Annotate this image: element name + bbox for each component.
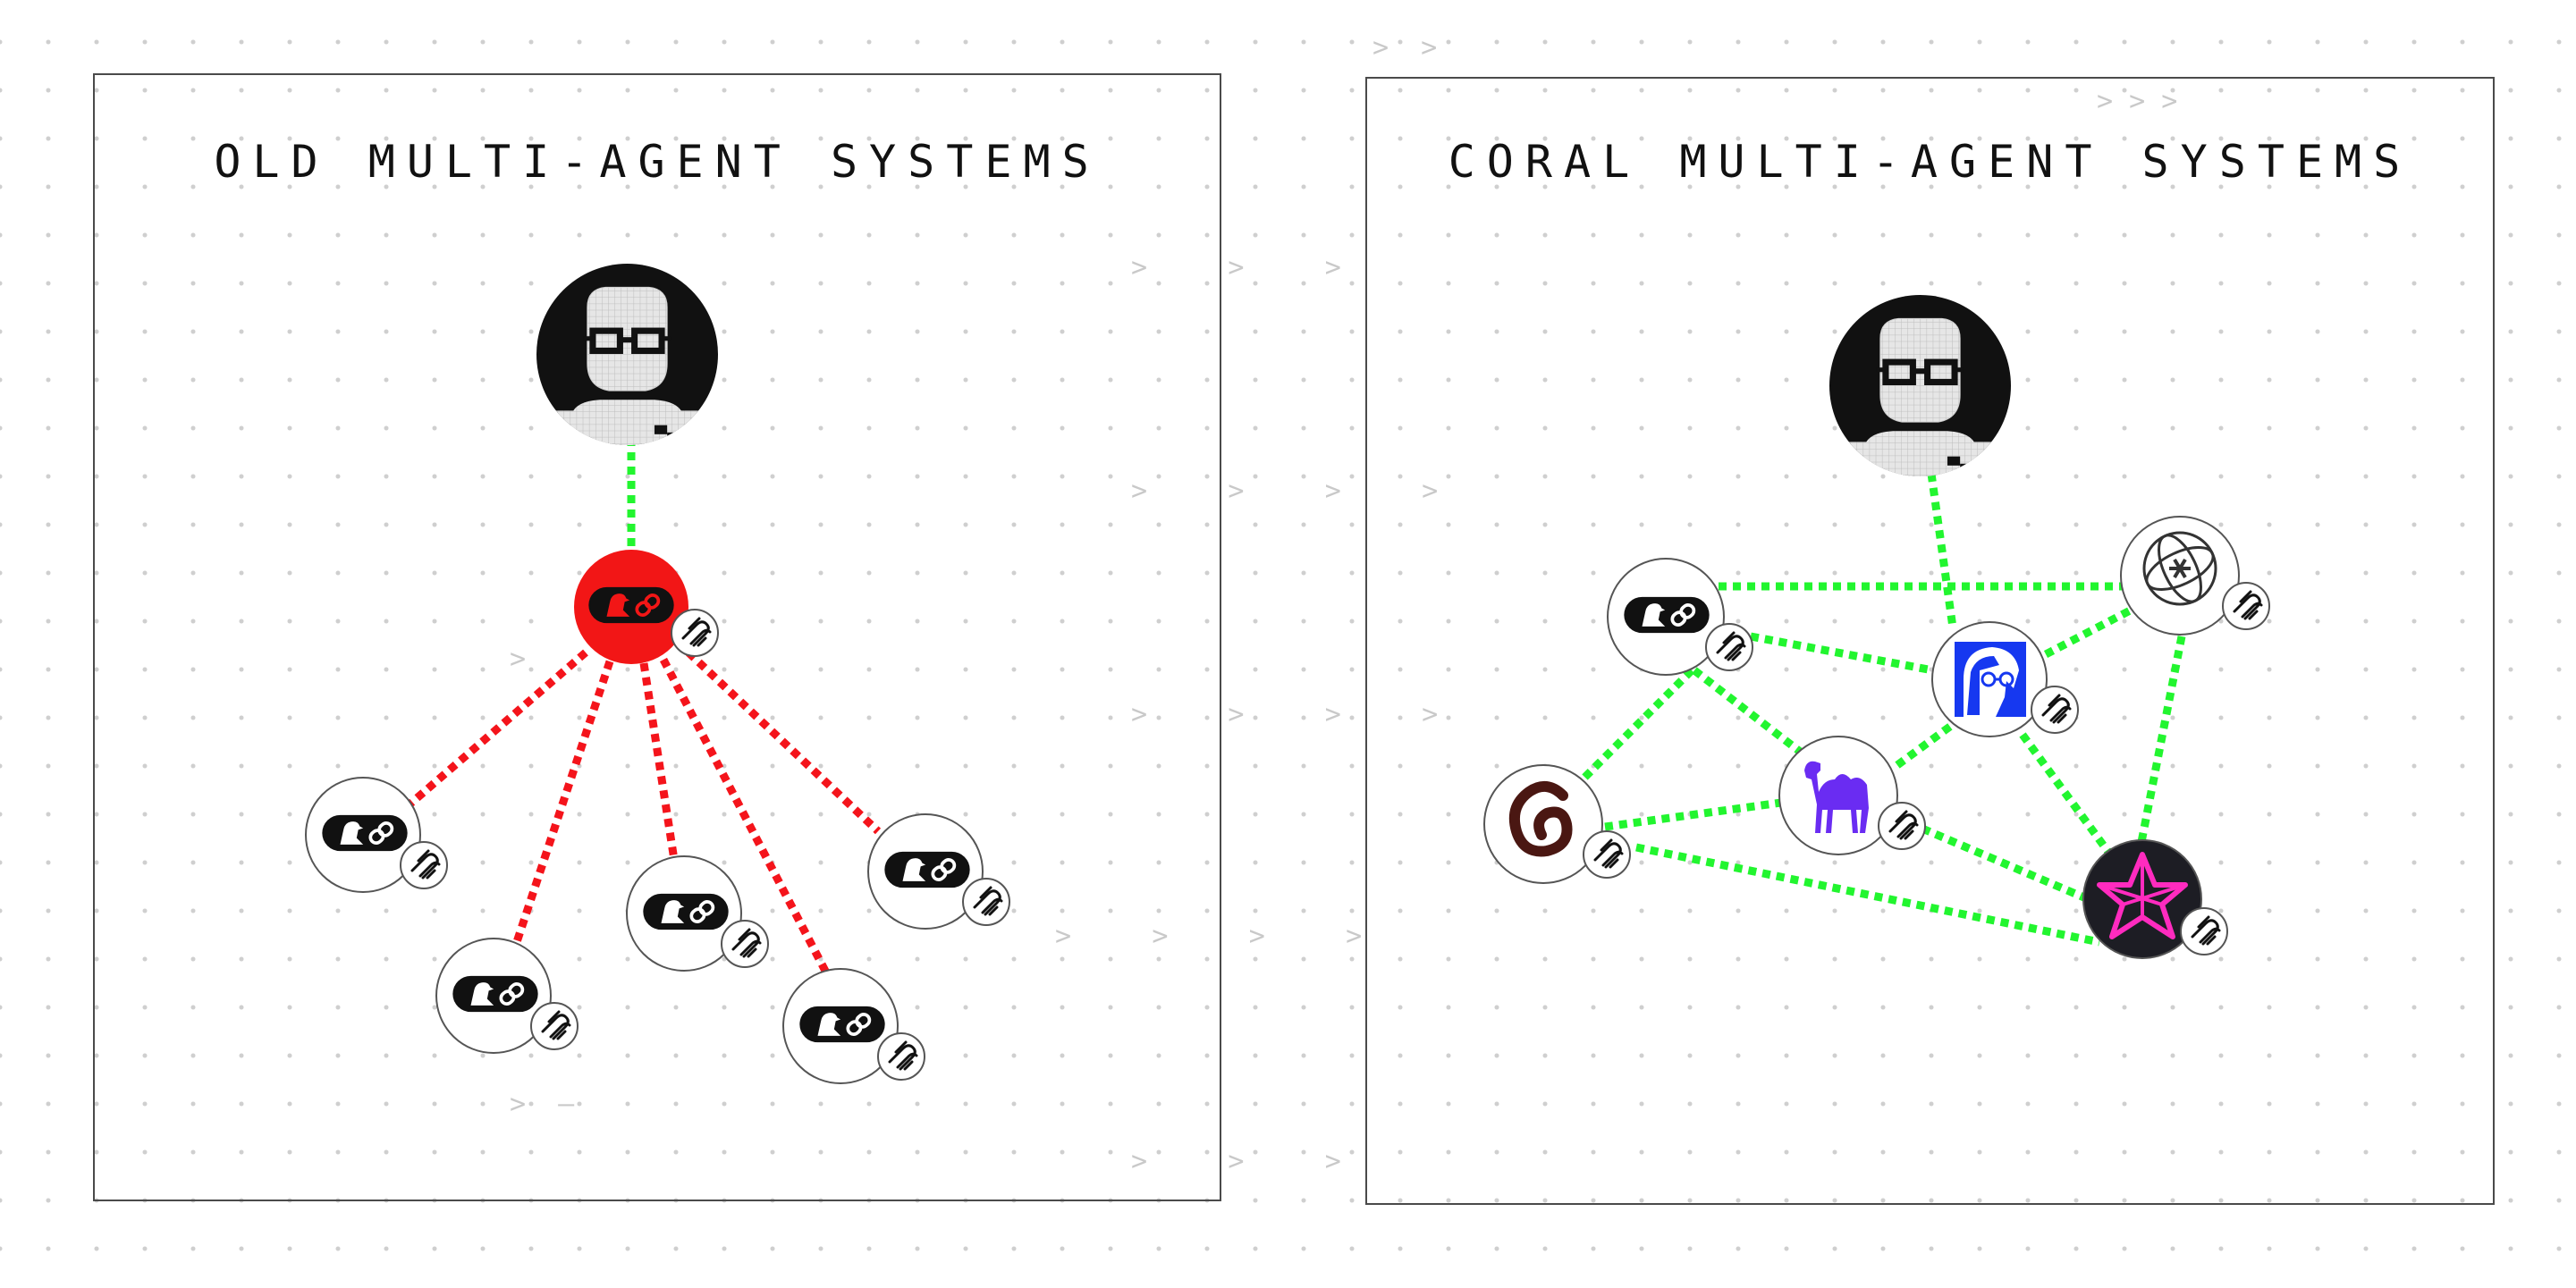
decorative-chevrons: > > > xyxy=(1131,252,1341,283)
human-avatar-icon xyxy=(536,264,718,447)
human-avatar-icon xyxy=(1829,295,2011,478)
agent-node xyxy=(2120,516,2271,636)
mcp-badge-icon xyxy=(961,877,1011,927)
mesh-edge xyxy=(1921,824,2094,905)
mcp-badge-icon xyxy=(1877,801,1927,851)
agent-node xyxy=(867,813,1011,930)
parrot-chain-icon xyxy=(884,850,970,889)
mcp-badge-icon xyxy=(876,1031,926,1082)
mcp-badge-icon xyxy=(2179,906,2229,956)
agent-node xyxy=(2082,839,2229,959)
human-agent-edge xyxy=(1927,473,1957,628)
agent-node xyxy=(1607,558,1754,676)
anime-avatar-icon xyxy=(1955,642,2026,717)
camel-icon xyxy=(1804,761,1869,833)
mcp-badge-icon xyxy=(2221,581,2271,631)
decorative-chevrons: > > > xyxy=(2097,86,2178,117)
old-systems-title: OLD MULTI-AGENT SYSTEMS xyxy=(214,136,1101,188)
decorative-chevrons: > > > xyxy=(1131,1146,1341,1177)
decorative-chevrons: > > > > xyxy=(1055,921,1363,952)
mcp-badge-icon xyxy=(1704,622,1754,672)
mcp-badge-icon xyxy=(2030,685,2080,735)
decorative-chevrons: > > xyxy=(1372,32,1438,63)
orchestrator-edge xyxy=(505,660,614,965)
parrot-chain-icon xyxy=(643,892,729,931)
agent-node xyxy=(1483,764,1632,884)
pink-star-icon xyxy=(2097,852,2188,939)
mcp-badge-icon xyxy=(1582,829,1632,880)
orchestrator-node xyxy=(574,550,720,664)
swirl-c-icon xyxy=(1508,781,1573,857)
mcp-badge-icon xyxy=(670,608,720,658)
coral-systems-title: CORAL MULTI-AGENT SYSTEMS xyxy=(1448,136,2412,188)
parrot-chain-icon xyxy=(588,585,674,625)
orchestrator-edge xyxy=(407,649,588,808)
mcp-badge-icon xyxy=(529,1001,579,1051)
mesh-edge xyxy=(1750,632,1934,675)
hierarchy-edges xyxy=(407,438,882,979)
mesh-edges xyxy=(1579,473,2186,947)
mcp-badge-icon xyxy=(399,840,449,890)
orchestrator-edge xyxy=(639,662,679,861)
agent-node xyxy=(782,968,926,1084)
mcp-badge-icon xyxy=(720,919,770,969)
mesh-edge xyxy=(1579,667,1695,783)
mesh-edge xyxy=(1604,798,1782,831)
globe-asterisk-icon xyxy=(2142,531,2217,606)
parrot-chain-icon xyxy=(322,813,408,853)
decorative-chevrons: > > > > xyxy=(1131,699,1439,730)
decorative-chevrons: > > > > xyxy=(1131,476,1439,507)
decorative-chevrons: > — xyxy=(510,1089,575,1120)
parrot-chain-icon xyxy=(799,1005,885,1044)
agent-node xyxy=(305,777,449,893)
parrot-chain-icon xyxy=(1624,595,1710,635)
orchestrator-edge xyxy=(685,649,882,835)
decorative-chevrons: > xyxy=(510,644,527,675)
orchestrator-edge xyxy=(660,657,832,979)
agent-node xyxy=(1931,621,2080,737)
mesh-edge xyxy=(2043,604,2138,658)
coral-systems-panel: CORAL MULTI-AGENT SYSTEMS xyxy=(1365,77,2495,1205)
old-systems-panel: OLD MULTI-AGENT SYSTEMS xyxy=(93,73,1221,1201)
mesh-edge xyxy=(1635,843,2100,947)
mesh-edge xyxy=(1692,667,1813,763)
mesh-edge xyxy=(2019,732,2114,857)
parrot-chain-icon xyxy=(452,974,538,1014)
agent-node xyxy=(435,938,579,1054)
mesh-edge xyxy=(1895,722,1954,769)
agent-node xyxy=(626,855,770,972)
mesh-edge xyxy=(2137,636,2186,843)
agent-node xyxy=(1778,736,1927,855)
